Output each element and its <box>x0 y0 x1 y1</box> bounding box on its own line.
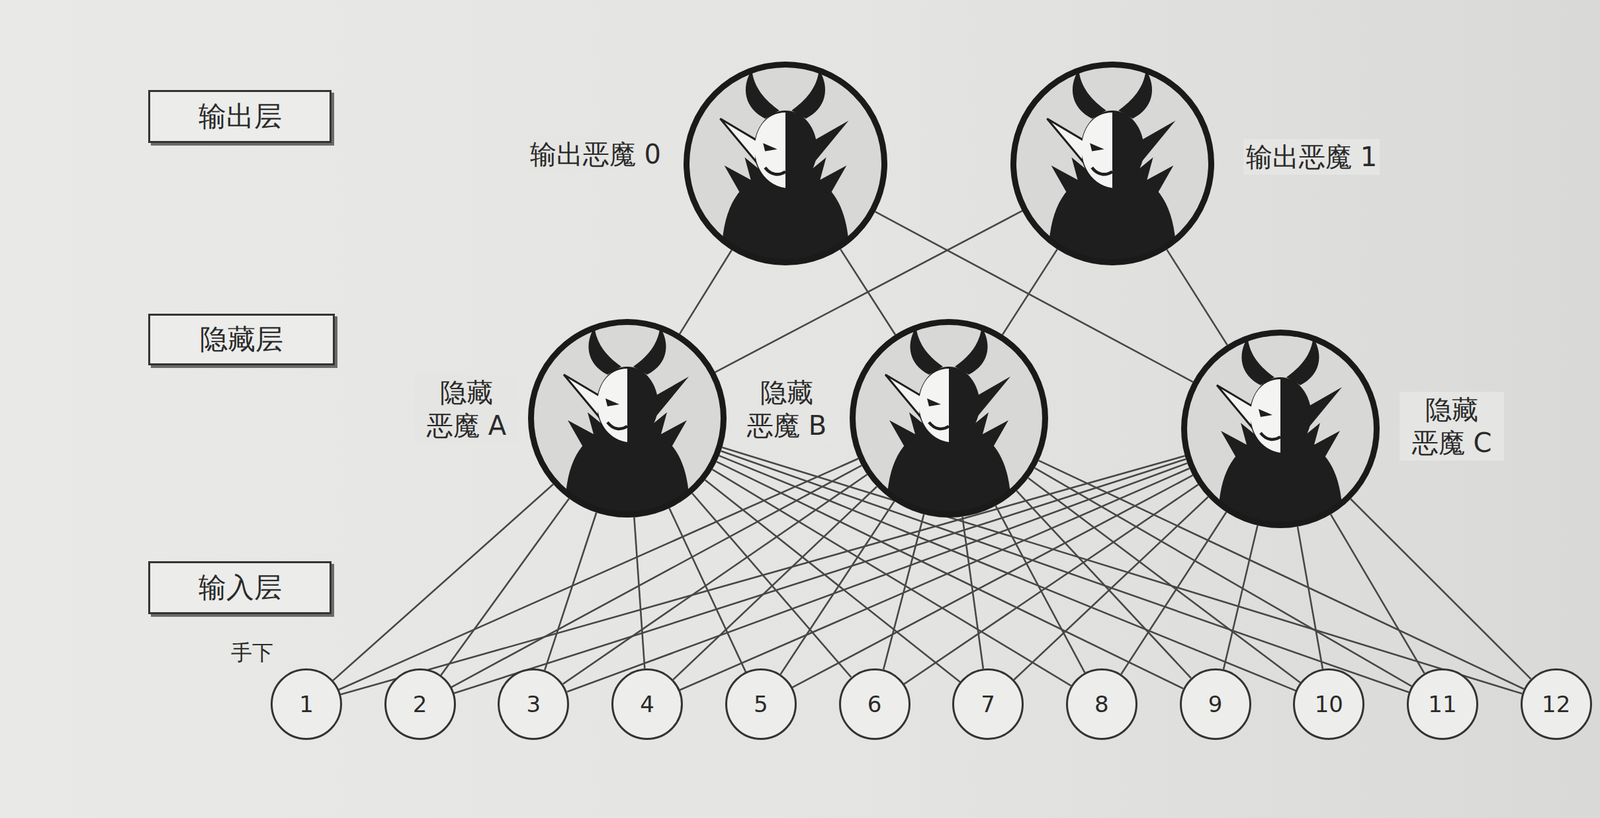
connection-line <box>1120 512 1227 675</box>
connection-line <box>840 249 896 335</box>
input-circle: 4 <box>611 668 683 740</box>
layer-box: 隐藏层 <box>148 313 335 366</box>
connection-line <box>1002 249 1058 335</box>
connection-line <box>721 451 1409 693</box>
input-number: 3 <box>526 690 542 718</box>
layer-box: 输出层 <box>148 89 332 143</box>
input-number: 2 <box>412 690 428 718</box>
demon-label: 隐藏 恶魔 C <box>1399 391 1505 461</box>
connection-line <box>780 500 895 675</box>
input-number: 12 <box>1541 690 1571 718</box>
connection-line <box>633 517 645 669</box>
connection-line <box>1350 498 1531 679</box>
connection-line <box>440 498 570 675</box>
input-number: 5 <box>753 690 769 718</box>
layer-label: 输入层 <box>198 569 282 607</box>
input-number: 10 <box>1314 690 1344 718</box>
connection-line <box>1166 249 1227 345</box>
connection-line <box>875 211 1194 382</box>
connection-line <box>715 211 1023 373</box>
connection-line <box>721 447 1522 694</box>
input-circle: 12 <box>1520 668 1593 740</box>
input-number: 11 <box>1427 690 1457 718</box>
connection-line <box>669 508 746 672</box>
connection-line <box>332 484 554 681</box>
layer-label: 输出层 <box>198 97 282 135</box>
connection-line <box>1038 460 1524 689</box>
demon-circle: 隐藏 恶魔 B <box>849 318 1049 518</box>
input-circle: 7 <box>952 668 1024 740</box>
input-circle: 2 <box>384 668 456 740</box>
input-number: 8 <box>1094 690 1110 718</box>
input-number: 4 <box>639 690 655 718</box>
connection-line <box>995 505 1086 673</box>
demon-circle: 隐藏 恶魔 C <box>1181 329 1380 529</box>
connection-line <box>719 455 1296 691</box>
connection-line <box>883 514 924 670</box>
input-circle: 5 <box>725 668 797 740</box>
demon-circle: 隐藏 恶魔 A <box>528 318 727 518</box>
connection-line <box>1028 477 1301 683</box>
demon-label: 隐藏 恶魔 A <box>414 374 519 444</box>
connection-line <box>451 465 862 687</box>
demon-label: 输出恶魔 0 <box>527 136 664 173</box>
input-number: 9 <box>1208 690 1223 718</box>
input-number: 7 <box>980 690 996 718</box>
demon-label: 输出恶魔 1 <box>1243 138 1380 175</box>
input-circle: 3 <box>497 668 570 740</box>
layer-label: 隐藏层 <box>199 320 284 358</box>
connection-line <box>340 455 1186 695</box>
layer-box: 输入层 <box>148 561 332 615</box>
input-circle: 6 <box>839 668 911 740</box>
connection-line <box>1223 525 1258 670</box>
connection-line <box>679 250 732 335</box>
connection-line <box>680 468 1190 691</box>
demon-circle: 输出恶魔 1 <box>1010 61 1215 266</box>
input-circle: 9 <box>1179 668 1252 740</box>
demon-circle: 输出恶魔 0 <box>683 61 888 266</box>
input-circle: 11 <box>1406 668 1479 740</box>
input-circle: 10 <box>1292 668 1365 740</box>
connection-line <box>1297 526 1323 669</box>
connection-line <box>544 512 597 671</box>
connection-line <box>705 479 961 682</box>
layer-note: 手下 <box>230 638 274 668</box>
input-circle: 1 <box>270 668 343 740</box>
input-number: 1 <box>299 690 314 718</box>
input-circle: 8 <box>1066 668 1138 740</box>
connection-line <box>567 463 1188 692</box>
connection-line <box>563 474 868 684</box>
connection-line <box>1034 467 1413 687</box>
connection-line <box>692 493 851 678</box>
demon-label: 隐藏 恶魔 B <box>734 374 840 444</box>
input-number: 6 <box>867 690 883 718</box>
